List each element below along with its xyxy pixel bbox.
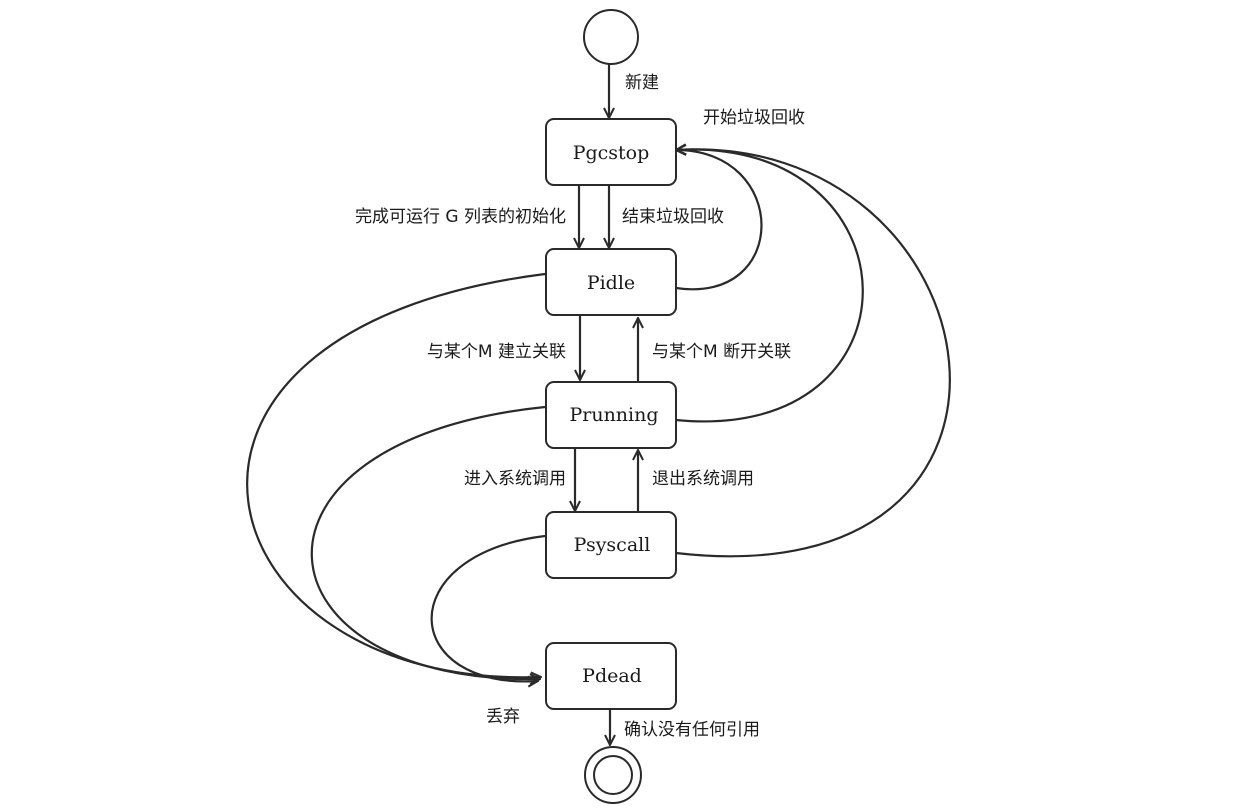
label-enter-syscall: 进入系统调用	[464, 469, 566, 489]
state-psyscall: Psyscall	[545, 511, 677, 579]
label-discard: 丢弃	[486, 707, 520, 727]
state-pdead: Pdead	[545, 642, 677, 710]
final-node	[584, 746, 642, 804]
edge-prunning-to-pgcstop	[676, 149, 864, 423]
state-label-pidle: Pidle	[587, 272, 635, 294]
state-pgcstop: Pgcstop	[545, 118, 677, 186]
state-label-pgcstop: Pgcstop	[573, 142, 650, 164]
label-confirm-no-refs: 确认没有任何引用	[624, 720, 760, 740]
label-init-run-queue: 完成可运行 G 列表的初始化	[355, 207, 566, 227]
edge-pidle-to-pgcstop	[676, 150, 763, 291]
edge-prunning-to-pdead	[310, 405, 546, 679]
label-create: 新建	[625, 73, 659, 93]
state-prunning: Prunning	[545, 381, 677, 449]
label-bind-m: 与某个M 建立关联	[427, 342, 566, 362]
state-pidle: Pidle	[545, 248, 677, 316]
initial-node	[583, 9, 639, 65]
state-label-prunning: Prunning	[569, 404, 658, 426]
label-unbind-m: 与某个M 断开关联	[652, 342, 791, 362]
label-exit-syscall: 退出系统调用	[652, 469, 754, 489]
label-end-gc: 结束垃圾回收	[622, 207, 724, 227]
edge-psyscall-to-pgcstop	[676, 149, 951, 558]
state-label-psyscall: Psyscall	[574, 534, 651, 556]
edge-psyscall-to-pdead	[430, 534, 546, 681]
label-start-gc: 开始垃圾回收	[703, 108, 805, 128]
state-label-pdead: Pdead	[582, 665, 642, 687]
